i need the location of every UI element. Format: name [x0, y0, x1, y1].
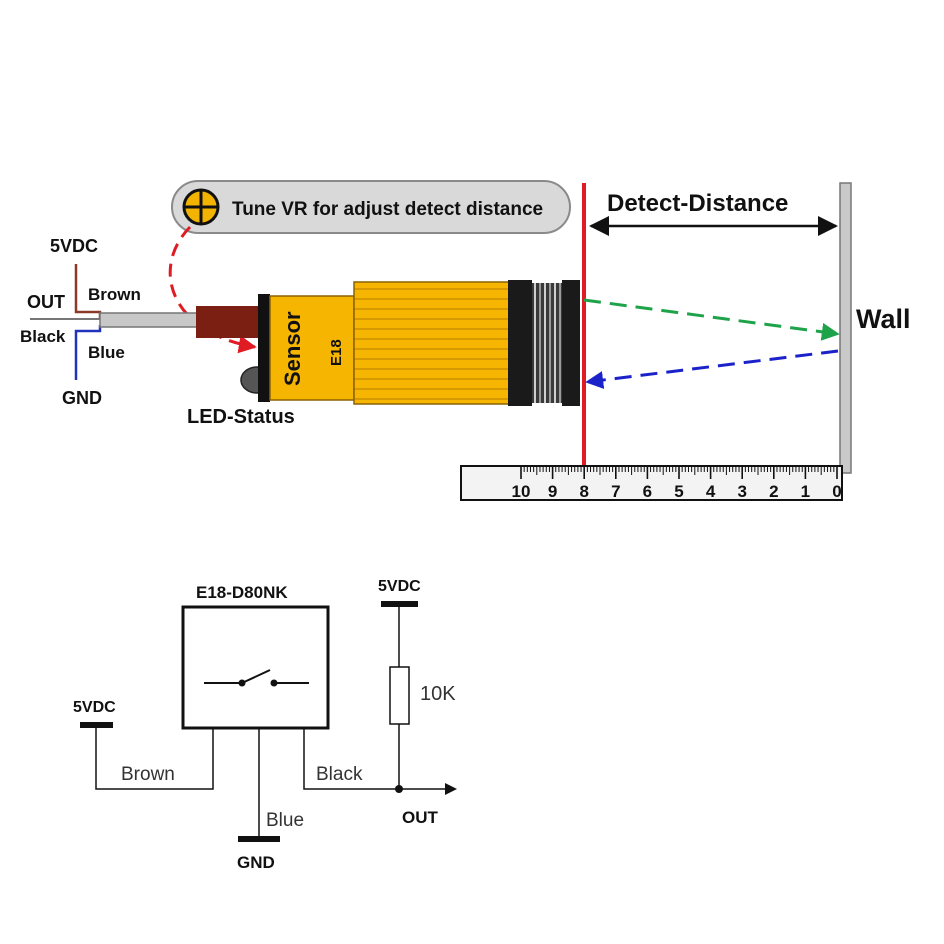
resistor-symbol	[389, 666, 410, 725]
module-box	[181, 605, 330, 730]
reflected-beam	[585, 349, 839, 389]
brown-wire-trace	[95, 725, 214, 790]
sensor-body: Sensor E18	[258, 280, 580, 406]
ruler-tick-label: 9	[548, 482, 557, 501]
detect-distance-label: Detect-Distance	[607, 190, 788, 217]
blue-wire-line	[74, 325, 102, 380]
sensor-end-cap	[258, 294, 270, 402]
brown-wire-text: Brown	[121, 764, 175, 785]
switch-symbol	[204, 669, 309, 687]
right-supply-label: 5VDC	[378, 578, 421, 595]
wire-label-blue: Blue	[88, 343, 125, 362]
ruler-tick-label: 2	[769, 482, 778, 501]
potentiometer-icon	[182, 188, 220, 226]
wire-label-gnd: GND	[62, 388, 102, 408]
ruler-tick-label: 1	[801, 482, 810, 501]
led-status-label: LED-Status	[187, 406, 295, 428]
sensor-lock-nut	[508, 280, 580, 406]
cable-jacket	[99, 312, 203, 328]
ruler-tick-label: 7	[611, 482, 620, 501]
sensor-model-label: E18	[328, 339, 345, 366]
sensor-threaded-barrel	[353, 281, 511, 405]
tune-note-callout: Tune VR for adjust detect distance	[171, 180, 571, 234]
wall	[839, 182, 852, 474]
wire-label-black: Black	[20, 327, 66, 346]
wire-label-out: OUT	[27, 292, 65, 312]
left-supply-label: 5VDC	[73, 699, 116, 716]
out-arrow-icon	[445, 783, 457, 795]
wire-label-brown: Brown	[88, 285, 141, 304]
wire-label-5vdc: 5VDC	[50, 236, 98, 256]
gnd-label: GND	[237, 853, 275, 872]
black-wire-text: Black	[316, 764, 363, 785]
ruler-tick-label: 3	[737, 482, 746, 501]
ruler-tick-label: 0	[832, 482, 841, 501]
ruler-tick-label: 4	[706, 482, 716, 501]
blue-wire-text: Blue	[266, 810, 304, 831]
module-name-label: E18-D80NK	[196, 583, 288, 602]
ruler-tick-label: 6	[643, 482, 652, 501]
wall-label: Wall	[856, 304, 911, 334]
out-label: OUT	[402, 808, 439, 827]
cable-strain-relief	[196, 306, 262, 338]
tune-note-text: Tune VR for adjust detect distance	[232, 199, 543, 220]
wiring-schematic: E18-D80NK 5VDC Brown Blue GND Black OUT …	[73, 578, 457, 872]
emitted-beam	[583, 298, 840, 341]
ruler-tick-label: 8	[579, 482, 588, 501]
sensor-wires	[30, 264, 203, 380]
resistor-value-label: 10K	[420, 683, 456, 705]
ruler-tick-label: 10	[512, 482, 531, 501]
sensor-label: Sensor	[280, 311, 305, 386]
ruler-tick-label: 5	[674, 482, 683, 501]
